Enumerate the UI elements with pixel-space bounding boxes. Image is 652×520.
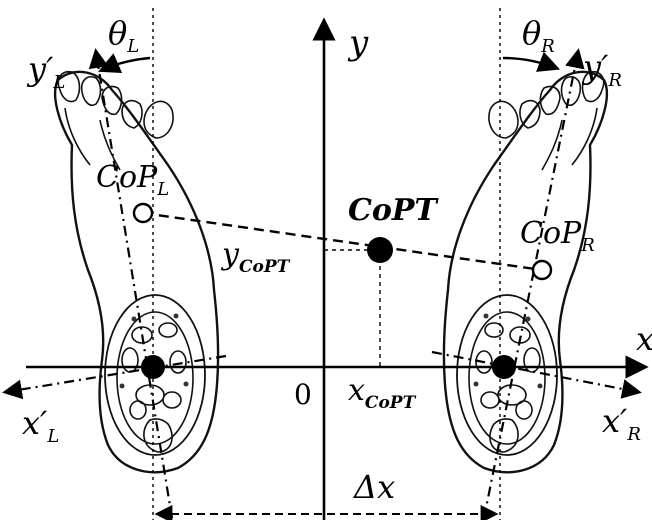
copt-label: CoPT [348,193,439,228]
cop-right-marker [531,259,553,281]
theta-left-label: θL [108,14,139,57]
left-foot-x-axis [2,354,227,400]
y-right-prime-label: y′R [581,48,622,91]
origin-label: 0 [294,378,312,411]
theta-right-label: θR [522,14,555,57]
theta-right-arc [502,51,561,72]
axis-y-label: y [347,23,369,63]
left-foot-illustration [53,70,220,474]
cop-right-label: CoPR [520,216,595,256]
x-right-prime-label: x′R [602,402,641,445]
y-copt-label: yCoPT [220,237,291,277]
right-foot-y-axis [482,48,585,519]
cop-left-label: CoPL [96,160,169,200]
right-foot-x-axis [431,350,642,399]
theta-left-arc [98,53,151,74]
cop-left-marker [132,202,154,224]
axis-x-label: x [636,320,652,358]
x-left-prime-label: x′L [22,404,59,447]
cop-connecting-line [142,211,543,272]
right-foot-illustration [442,70,609,474]
y-left-prime-label: y′L [26,50,65,93]
left-foot-y-axis [88,48,174,519]
copt-marker [367,237,393,263]
x-copt-label: xCoPT [348,373,417,413]
right-foot-center-marker [492,355,516,379]
delta-x-label: Δx [352,468,395,506]
left-foot-center-marker [141,355,165,379]
